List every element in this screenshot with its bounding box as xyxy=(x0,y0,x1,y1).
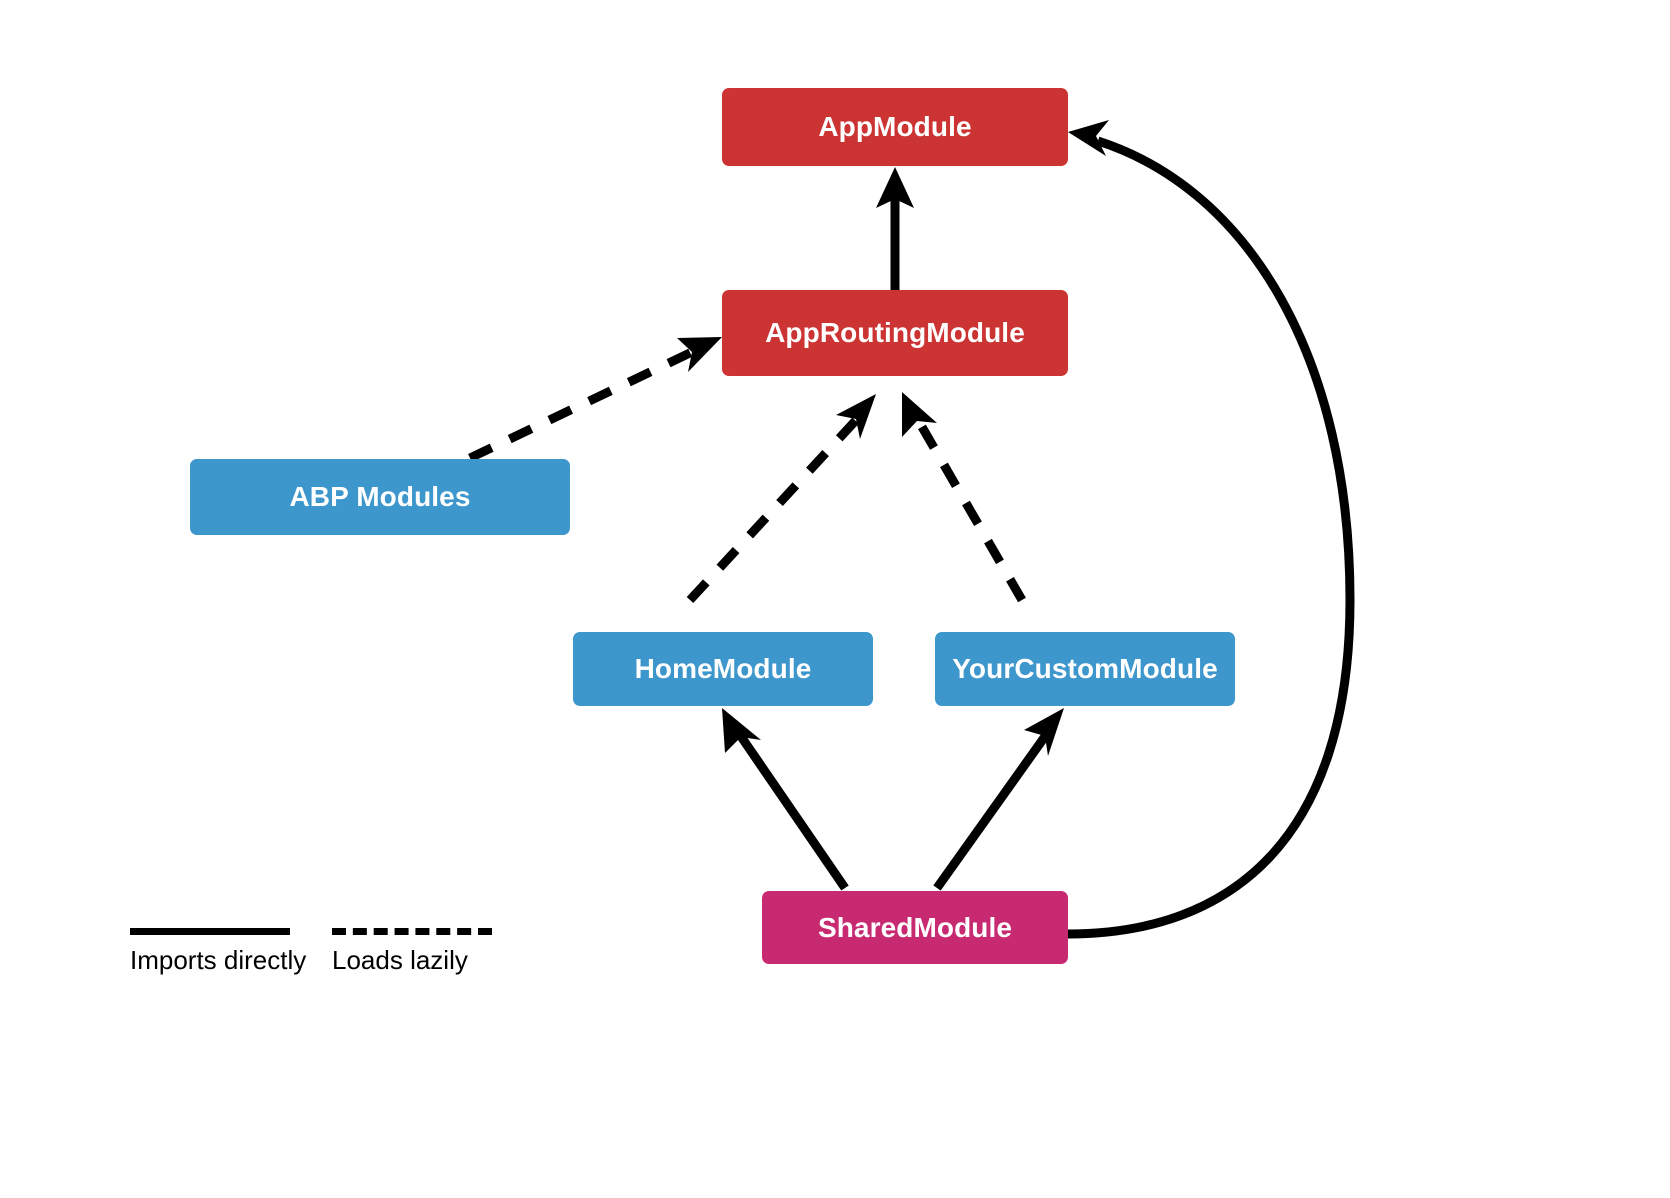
node-abp-modules[interactable]: ABP Modules xyxy=(190,459,570,535)
node-label-app-routing-module: AppRoutingModule xyxy=(765,317,1025,348)
legend-item-loads-lazily: Loads lazily xyxy=(332,928,492,976)
node-shared-module[interactable]: SharedModule xyxy=(762,891,1068,964)
legend-label-loads-lazily: Loads lazily xyxy=(332,945,468,975)
node-label-app-module: AppModule xyxy=(818,111,972,142)
legend-label-imports-directly: Imports directly xyxy=(130,945,307,975)
node-label-your-custom-module: YourCustomModule xyxy=(952,653,1218,684)
legend-item-imports-directly: Imports directly xyxy=(130,928,306,976)
legend-solid-line-swatch xyxy=(130,928,290,935)
edge-home-to-app-routing xyxy=(686,394,876,604)
edge-app-routing-to-app xyxy=(876,167,914,290)
legend-dashed-line-swatch xyxy=(332,928,492,935)
node-label-home-module: HomeModule xyxy=(634,653,812,684)
node-label-shared-module: SharedModule xyxy=(817,911,1013,943)
node-label-abp-modules: ABP Modules xyxy=(289,481,471,512)
edge-custom-to-app-routing xyxy=(902,392,1026,603)
node-home-module[interactable]: HomeModule xyxy=(573,632,873,706)
edge-shared-to-app xyxy=(1067,120,1355,939)
edge-shared-to-home xyxy=(722,708,849,891)
node-your-custom-module[interactable]: YourCustomModule xyxy=(935,632,1235,706)
legend: Imports directly Loads lazily xyxy=(130,928,550,1008)
node-app-routing-module[interactable]: AppRoutingModule xyxy=(722,290,1068,376)
edge-abp-to-app-routing xyxy=(468,337,722,463)
node-app-module[interactable]: AppModule xyxy=(722,88,1068,166)
edge-shared-to-custom xyxy=(933,708,1064,891)
